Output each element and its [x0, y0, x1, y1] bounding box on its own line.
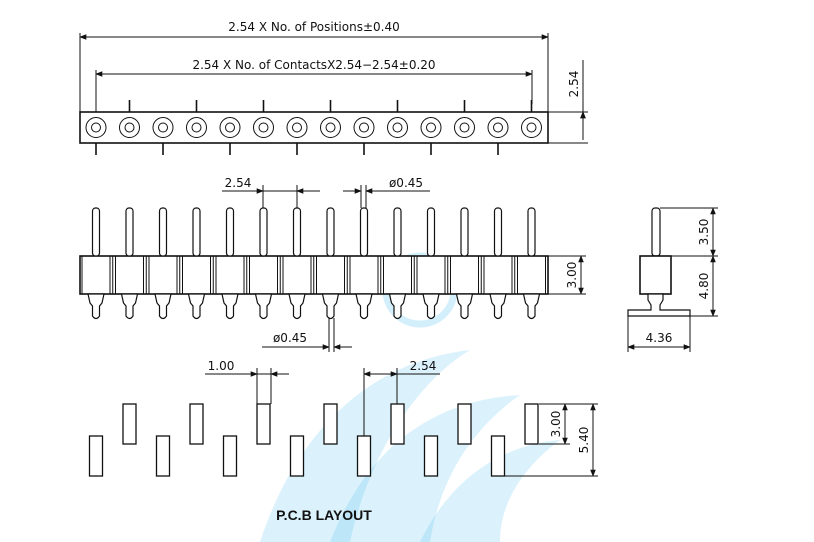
- pcb-pad: [323, 403, 338, 445]
- top-view: 2.54 X No. of Positions±0.40 2.54 X No. …: [79, 20, 588, 155]
- contact-hole: [292, 122, 302, 133]
- front-upper-pin: [292, 207, 302, 257]
- pcb-pad: [524, 403, 539, 445]
- front-tail-pin: [522, 293, 541, 320]
- pcb-layout-title: P.C.B LAYOUT: [276, 507, 372, 523]
- top-height-dim: 2.54: [567, 71, 581, 98]
- watermark-logo: [260, 252, 560, 542]
- front-upper-pin: [192, 207, 201, 257]
- contact-outer-ring: [387, 117, 408, 138]
- pcb-pad: [390, 403, 405, 445]
- contact-hole: [91, 122, 101, 133]
- front-upper-pin: [393, 207, 402, 257]
- pcb-pad: [222, 435, 238, 477]
- pcb-pad: [256, 403, 271, 445]
- pcb-pad: [457, 403, 472, 445]
- contact-hole: [392, 122, 403, 133]
- contact-outer-ring: [521, 117, 542, 138]
- pcb-pad: [88, 435, 104, 477]
- contact-hole: [493, 122, 503, 133]
- contact-outer-ring: [286, 117, 308, 138]
- front-tail-pin: [154, 293, 172, 320]
- front-upper-pin: [225, 207, 235, 257]
- side-body: [639, 255, 672, 295]
- side-foot: [627, 293, 691, 317]
- front-tail-pin: [489, 293, 507, 320]
- body-height-dim: 3.00: [565, 262, 579, 289]
- contact-hole: [459, 122, 470, 133]
- pin-length-dim: 3.50: [697, 219, 711, 246]
- contact-hole: [426, 122, 436, 133]
- pcb-layout: 1.00 2.54 3.00 5.40 P.C.B LAYOUT: [88, 359, 598, 523]
- front-upper-pin: [125, 207, 134, 257]
- pad-height-dim: 3.00: [549, 411, 563, 438]
- front-pitch-dim: 2.54: [225, 176, 252, 190]
- contact-outer-ring: [253, 117, 274, 138]
- front-upper-pin: [426, 207, 436, 257]
- front-tail-pin: [355, 293, 373, 320]
- contact-outer-ring: [186, 117, 207, 138]
- front-tail-pin: [120, 293, 139, 320]
- contact-hole: [526, 122, 537, 133]
- contact-hole: [359, 122, 369, 133]
- body-length-dim: 4.80: [697, 273, 711, 300]
- contact-outer-ring: [487, 117, 509, 138]
- header-body-top: [79, 111, 549, 144]
- front-upper-pin: [460, 207, 469, 257]
- pcb-pad: [122, 403, 137, 445]
- foot-width-dim: 4.36: [646, 331, 673, 345]
- contact-outer-ring: [119, 117, 140, 138]
- front-upper-pin: [91, 207, 101, 257]
- contact-outer-ring: [353, 117, 375, 138]
- front-upper-pin: [259, 207, 268, 257]
- front-tail-pin: [321, 293, 340, 320]
- front-upper-pin: [326, 207, 335, 257]
- front-upper-pin: [527, 207, 536, 257]
- contact-outer-ring: [219, 117, 241, 138]
- pcb-pad: [356, 435, 372, 477]
- contact-outer-ring: [320, 117, 341, 138]
- front-view: 2.54 ø0.45 3.00 ø0.45: [79, 176, 586, 352]
- side-pin: [651, 207, 661, 257]
- contact-hole: [191, 122, 202, 133]
- top-contacts: [85, 100, 542, 155]
- contact-hole: [124, 122, 135, 133]
- pcb-pad: [490, 435, 506, 477]
- front-tail-pin: [221, 293, 239, 320]
- contact-span-dim: 2.54 X No. of ContactsX2.54−2.54±0.20: [192, 58, 435, 72]
- front-upper-pin: [359, 207, 369, 257]
- contact-outer-ring: [420, 117, 442, 138]
- contact-outer-ring: [152, 117, 174, 138]
- pcb-pad: [189, 403, 204, 445]
- front-tail-pin: [422, 293, 440, 320]
- front-tail-pin: [87, 293, 105, 320]
- front-tail-pin: [455, 293, 474, 320]
- row-span-dim: 5.40: [577, 427, 591, 454]
- pcb-pad: [423, 435, 439, 477]
- pcb-pad: [289, 435, 305, 477]
- pcb-pad: [155, 435, 171, 477]
- pin-diameter-top-dim: ø0.45: [389, 176, 423, 190]
- contact-hole: [225, 122, 235, 133]
- side-view: 3.50 4.80 4.36: [627, 207, 718, 352]
- pin-diameter-bottom-dim: ø0.45: [273, 331, 307, 345]
- contact-hole: [258, 122, 269, 133]
- front-tail-pin: [187, 293, 206, 320]
- contact-outer-ring: [85, 117, 107, 138]
- front-tail-pin: [254, 293, 273, 320]
- pcb-pads: [88, 403, 539, 477]
- front-upper-pin: [493, 207, 503, 257]
- contact-hole: [325, 122, 336, 133]
- overall-length-dim: 2.54 X No. of Positions±0.40: [228, 20, 399, 34]
- front-tail-pin: [388, 293, 407, 320]
- front-pins: [81, 207, 546, 320]
- pcb-pitch-dim: 2.54: [410, 359, 437, 373]
- front-tail-pin: [288, 293, 306, 320]
- front-upper-pin: [158, 207, 168, 257]
- contact-hole: [158, 122, 168, 133]
- contact-outer-ring: [454, 117, 475, 138]
- pad-width-dim: 1.00: [208, 359, 235, 373]
